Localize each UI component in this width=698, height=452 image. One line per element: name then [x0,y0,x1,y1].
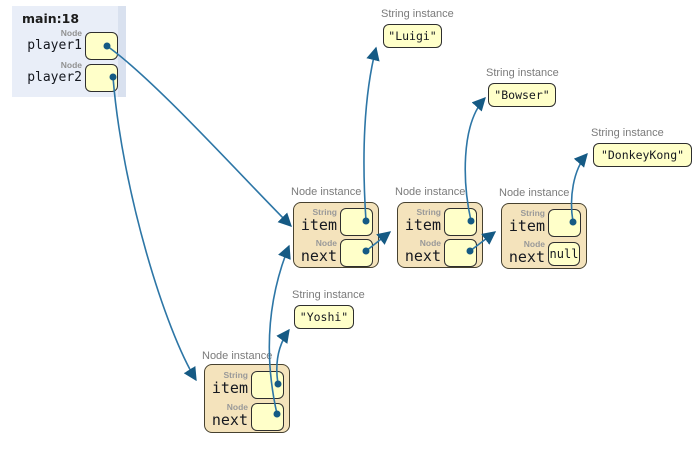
field-name-item: item [211,379,248,397]
field-type-label: Node [419,238,441,248]
node-1-label: Node instance [291,186,362,198]
field-pointer-slot-next [251,403,284,431]
field-type-label: String [223,370,248,380]
edge-node1-item-to-luigi [363,46,380,222]
field-type-label: Node [523,239,545,249]
heap-node-1: String item Node next [293,202,379,268]
variable-type-label: Node [60,28,82,38]
field-type-label: String [312,207,337,217]
field-type-label: String [520,208,545,218]
string-luigi-label: String instance [381,8,454,20]
edge-player1-to-node1 [106,45,292,227]
field-pointer-slot-item [444,208,477,236]
field-pointer-slot-next [444,239,477,267]
edge-player2-to-node4 [112,76,197,382]
field-name-item: item [404,216,441,234]
field-type-label: String [416,207,441,217]
node-3-label: Node instance [499,187,570,199]
field-type-label: Node [315,238,337,248]
string-luigi-value: "Luigi" [383,24,442,48]
field-name-item: item [300,216,337,234]
field-pointer-slot-item [548,209,581,237]
field-pointer-slot-item [251,371,284,399]
string-bowser-value: "Bowser" [488,83,556,107]
variable-name-player1: player1 [27,38,82,53]
string-yoshi-value: "Yoshi" [294,305,354,329]
variable-name-player2: player2 [27,70,82,85]
node-2-label: Node instance [395,186,466,198]
field-type-label: Node [226,402,248,412]
heap-node-4: String item Node next [204,364,290,433]
node-4-label: Node instance [202,350,273,362]
string-bowser-label: String instance [486,67,559,79]
stack-frame-main: main:18 Node player1 Node player2 [12,6,126,97]
null-value-box: null [548,242,580,266]
frame-title: main:18 [22,11,80,26]
field-pointer-slot-item [340,208,373,236]
pointer-slot-player1 [85,32,118,60]
pointer-slot-player2 [85,64,118,92]
string-donkeykong-value: "DonkeyKong" [593,143,692,167]
field-pointer-slot-next [340,239,373,267]
string-yoshi-label: String instance [292,289,365,301]
field-name-next: next [300,247,337,265]
string-donkeykong-label: String instance [591,127,664,139]
heap-node-3: String item Node next null [501,203,587,269]
heap-node-2: String item Node next [397,202,483,268]
field-name-next: next [211,411,248,429]
variable-type-label: Node [60,60,82,70]
field-name-next: next [508,248,545,266]
field-name-next: next [404,247,441,265]
field-name-item: item [508,217,545,235]
